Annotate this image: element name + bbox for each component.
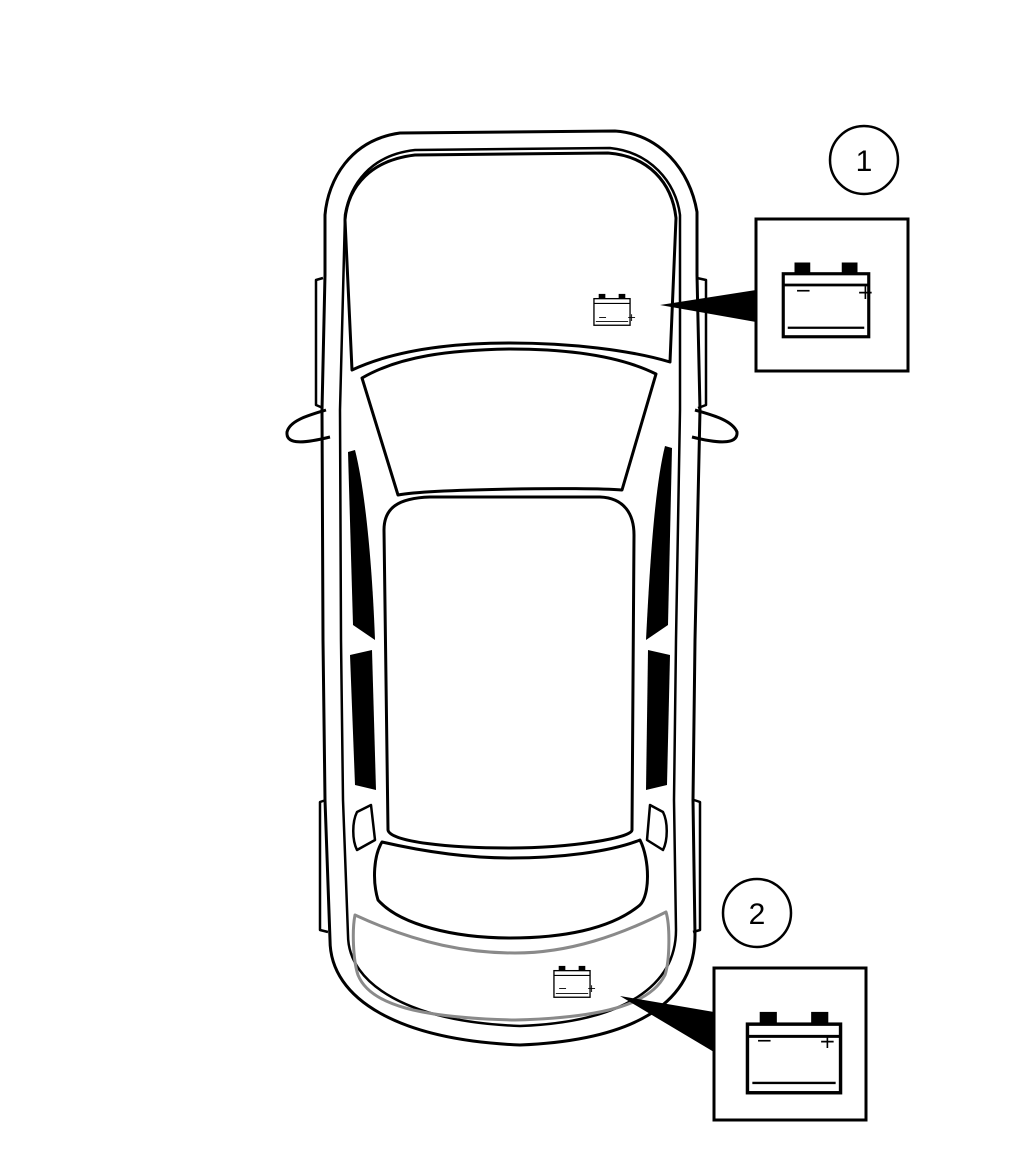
callout-2: − + − + 2 — [553, 877, 868, 1122]
luggage-compartment-outline — [351, 910, 671, 1022]
rear-right-wheel-arch — [692, 798, 702, 934]
hood-panel — [343, 151, 678, 372]
callout-1-number-circle — [828, 124, 900, 196]
car-body — [285, 129, 739, 1047]
side-windows — [348, 446, 672, 790]
left-mirror — [285, 408, 331, 444]
front-right-wheel-arch — [696, 276, 708, 410]
battery-2-positive-sign: + — [819, 1029, 836, 1053]
rear-left-wheel-arch — [318, 798, 329, 934]
car-inner-outline — [338, 146, 682, 1028]
battery-2-negative-sign: − — [756, 1028, 773, 1052]
left-rear-window — [350, 650, 376, 790]
windshield — [360, 347, 658, 497]
roof-panel — [382, 495, 636, 850]
right-quarter-window — [645, 803, 668, 852]
right-rear-window — [646, 650, 670, 790]
battery-2-small-positive-sign: + — [587, 982, 596, 995]
right-mirror — [691, 408, 739, 444]
left-quarter-window — [352, 803, 377, 852]
rear-window — [373, 838, 649, 940]
battery-1-small-positive-sign: + — [627, 311, 636, 324]
right-front-window — [646, 446, 672, 640]
callout-1-pointer — [660, 290, 756, 322]
callout-2-number: 2 — [749, 898, 766, 931]
callout-1-number: 1 — [856, 145, 873, 178]
battery-1-negative-sign: − — [795, 278, 812, 302]
callout-2-number-circle — [721, 877, 793, 949]
front-left-wheel-arch — [314, 276, 324, 410]
battery-1-small-negative-sign: − — [598, 311, 607, 324]
left-front-window — [348, 450, 375, 640]
battery-1-positive-sign: + — [857, 280, 874, 304]
battery-2-small-negative-sign: − — [558, 982, 567, 995]
car-outer-outline — [320, 129, 702, 1047]
callout-1: − + − + 1 — [593, 124, 910, 373]
callout-2-pointer — [620, 996, 714, 1052]
